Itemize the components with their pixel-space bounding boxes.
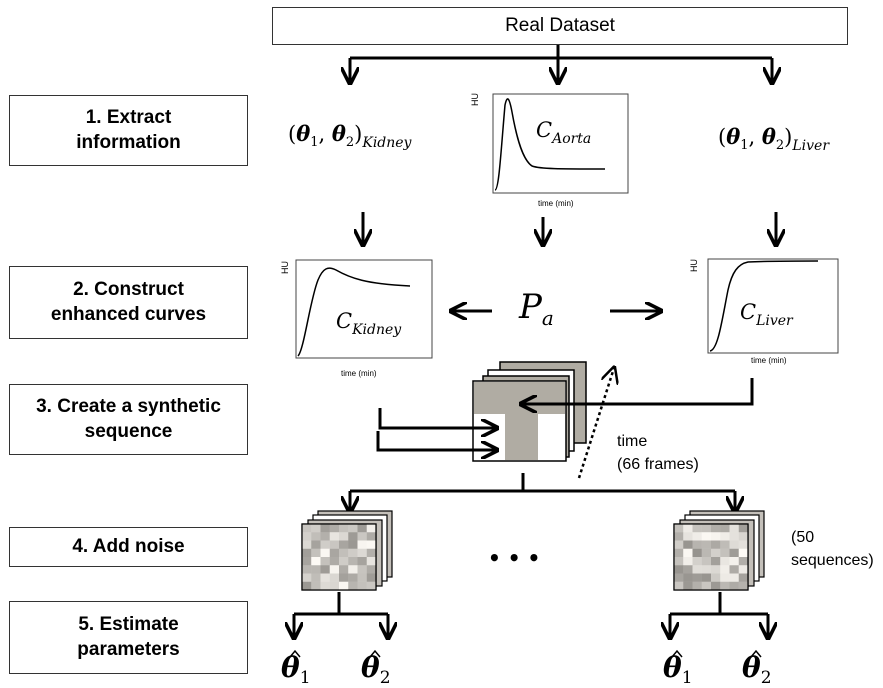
- liver-ylabel: HU: [689, 259, 699, 272]
- theta1-hat-right: θ1: [663, 651, 693, 688]
- step-2-line-1: 2. Construct: [73, 278, 184, 300]
- sequences-label-line-1: (50: [791, 529, 815, 546]
- liver-plot: HU time (min) CLiver: [689, 258, 839, 365]
- theta2-hat-left: θ2: [361, 651, 391, 688]
- sequences-label-line-2: sequences): [791, 552, 874, 570]
- step-3-line-1: 3. Create a synthetic: [36, 395, 221, 417]
- step-5-line-1: 5. Estimate: [78, 613, 179, 635]
- step-1-line-1: 1. Extract: [85, 106, 172, 128]
- noisy-sequence-left: [301, 510, 393, 591]
- time-label: time (66 frames): [617, 430, 699, 476]
- ellipsis: • • •: [488, 546, 540, 570]
- kidney-xlabel: time (min): [341, 369, 377, 378]
- theta-hat-estimates: θ1 θ2 θ1 θ2: [281, 649, 772, 688]
- theta-kidney-label: (θ1, θ2)Kidney: [288, 121, 413, 151]
- kidney-plot: HU time (min) CKidney: [280, 259, 433, 378]
- time-label-line-2: (66 frames): [617, 456, 699, 474]
- real-dataset-label: Real Dataset: [505, 15, 615, 36]
- theta-liver-label: (θ1, θ2)Liver: [718, 124, 830, 154]
- theta1-hat-left: θ1: [281, 651, 311, 688]
- estimate-arrows: [294, 592, 768, 637]
- step-2-line-2: enhanced curves: [50, 303, 207, 325]
- time-axis-arrow: [577, 368, 614, 479]
- sequence-arrows: [376, 378, 754, 450]
- step-3-line-2: sequence: [84, 420, 173, 442]
- step-1-line-2: information: [76, 131, 181, 153]
- top-arrows: [350, 45, 772, 82]
- liver-curve: [709, 260, 819, 352]
- noisy-sequence-right: [673, 510, 765, 591]
- theta2-hat-right: θ2: [742, 651, 772, 688]
- kidney-curve: [297, 267, 411, 357]
- pa-label: Pa: [518, 287, 554, 330]
- noise-branch-arrows: [350, 473, 735, 511]
- aorta-ylabel: HU: [470, 93, 480, 106]
- time-label-line-1: time: [617, 433, 648, 450]
- step-5-box: 5. Estimate parameters: [9, 601, 248, 674]
- step-4-box: 4. Add noise: [9, 527, 248, 567]
- liver-xlabel: time (min): [751, 356, 787, 365]
- aorta-curve: [494, 98, 606, 191]
- real-dataset-box: Real Dataset: [272, 7, 848, 45]
- step1-to-step2-arrows: [363, 212, 776, 244]
- aorta-xlabel: time (min): [538, 199, 574, 208]
- kidney-ylabel: HU: [280, 261, 290, 274]
- step-3-box: 3. Create a synthetic sequence: [9, 384, 248, 455]
- step-5-line-2: parameters: [77, 638, 180, 660]
- step-1-box: 1. Extract information: [9, 95, 248, 166]
- sequences-label: (50 sequences): [791, 526, 874, 572]
- aorta-plot: HU time (min) CAorta: [470, 93, 629, 208]
- step-4-line-1: 4. Add noise: [72, 535, 185, 557]
- synthetic-sequence-stack: [472, 361, 587, 462]
- step-2-box: 2. Construct enhanced curves: [9, 266, 248, 339]
